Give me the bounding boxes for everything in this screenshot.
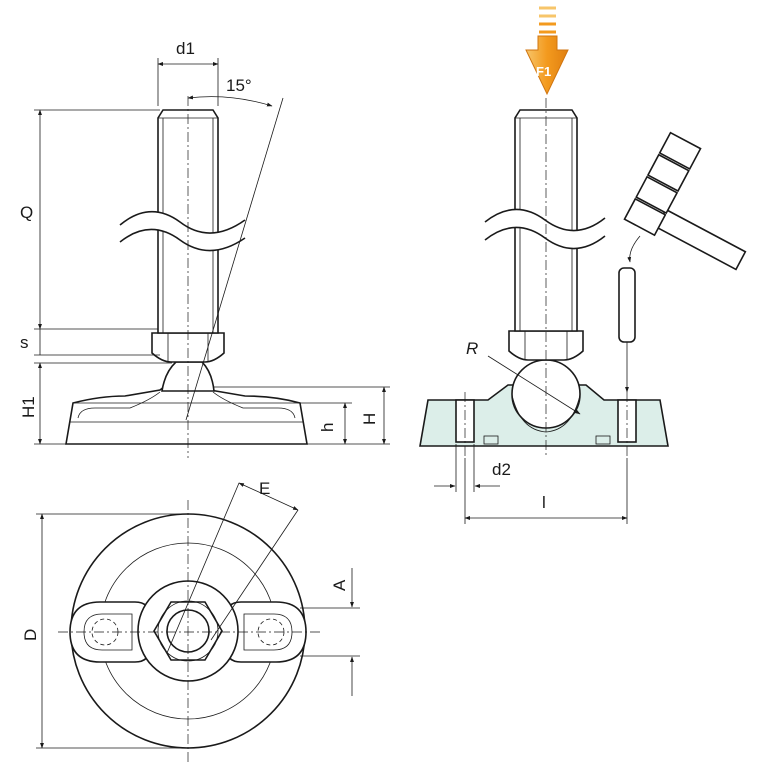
q-label: Q (20, 203, 33, 222)
d-label: D (21, 629, 40, 641)
h1-label: H1 (19, 396, 38, 418)
l-label: l (542, 493, 546, 512)
angle-label: 15° (226, 76, 252, 95)
h-label: h (318, 423, 337, 432)
hammer-icon (623, 131, 747, 271)
e-label: E (259, 479, 270, 498)
down-arrow-icon: F1 (525, 6, 569, 96)
s-label: s (20, 333, 29, 352)
d1-label: d1 (176, 39, 195, 58)
d2-label: d2 (492, 460, 511, 479)
top-view: E A D (21, 479, 360, 762)
a-label: A (330, 579, 349, 591)
big-h-label: H (360, 413, 379, 425)
f1-label: F1 (536, 64, 551, 79)
dowel-pin-icon (618, 267, 636, 343)
section-view: F1 R (419, 6, 747, 524)
r-label: R (466, 339, 478, 358)
front-view: 15° d1 Q s H1 h H (19, 39, 390, 458)
